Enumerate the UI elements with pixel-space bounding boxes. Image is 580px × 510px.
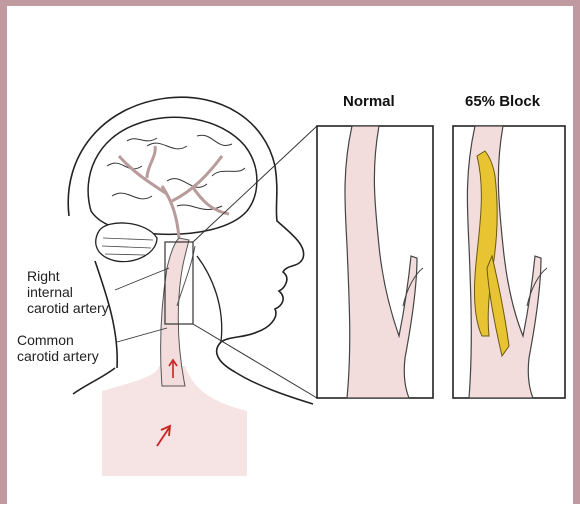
zoom-leader-bottom: [193, 324, 317, 398]
internal-carotid-label-line1: Right: [27, 268, 60, 284]
common-label-leader: [117, 328, 167, 342]
internal-carotid-label-line2: internal: [27, 284, 73, 300]
cerebellum: [96, 223, 157, 262]
brain-outline: [88, 117, 257, 234]
common-carotid-label-line2: carotid artery: [17, 348, 99, 364]
shoulder-outline-right: [235, 372, 313, 404]
carotid-illustration: [7, 6, 580, 510]
internal-label-leader: [115, 268, 169, 290]
common-carotid-label-line1: Common: [17, 332, 74, 348]
normal-panel-title: Normal: [343, 94, 395, 110]
internal-carotid-label-line3: carotid artery: [27, 300, 109, 316]
block-panel-title: 65% Block: [465, 94, 540, 110]
